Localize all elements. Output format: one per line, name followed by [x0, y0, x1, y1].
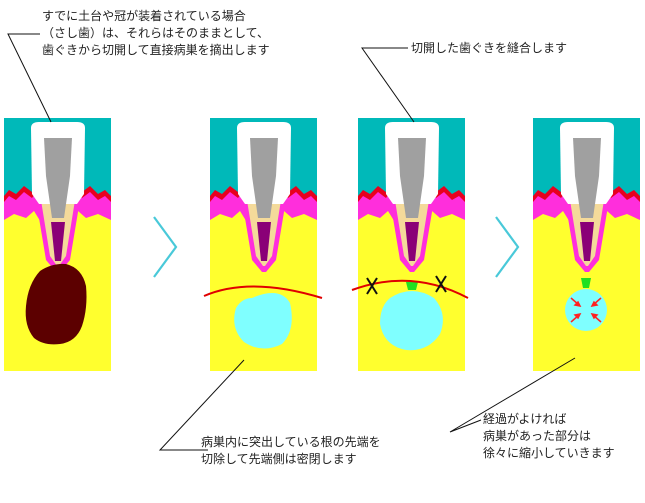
suture-mark-left	[366, 277, 378, 295]
incision-line	[203, 285, 323, 299]
panel-4-healing	[533, 118, 640, 371]
suture-mark-right	[435, 275, 447, 293]
annotation-line: 徐々に縮小していきます	[483, 446, 615, 460]
annotation-line: 歯ぐきから切開して直接病巣を摘出します	[42, 43, 270, 57]
root-seal	[406, 282, 418, 290]
annotation-step-3: 切開した歯ぐきを縫合します	[411, 40, 567, 57]
lesion	[25, 263, 87, 345]
annotation-line: 経過がよければ	[483, 412, 567, 426]
annotation-line: すでに土台や冠が装着されている場合	[42, 9, 246, 23]
annotation-line: 病巣があった部分は	[483, 429, 592, 443]
annotation-line: 病巣内に突出している根の先端を	[201, 435, 381, 449]
excised-cavity	[234, 293, 292, 349]
panel-1-lesion-before	[4, 118, 111, 371]
step-arrow-2	[494, 215, 520, 279]
leader-lines	[7, 33, 576, 451]
annotation-line: 切開した歯ぐきを縫合します	[411, 41, 568, 55]
shrink-arrows	[570, 297, 602, 323]
annotation-step-1: すでに土台や冠が装着されている場合 （さし歯）は、それらはそのままとして、 歯ぐ…	[42, 8, 270, 59]
incision-line	[351, 279, 469, 299]
step-arrow-1	[152, 215, 178, 279]
annotation-step-2: 病巣内に突出している根の先端を 切除して先端側は密閉します	[201, 434, 381, 468]
root-seal	[581, 278, 591, 288]
annotation-step-4: 経過がよければ 病巣があった部分は 徐々に縮小していきます	[483, 411, 615, 462]
annotation-line: 切除して先端側は密閉します	[201, 452, 357, 466]
excised-cavity	[380, 291, 443, 351]
annotation-line: （さし歯）は、それらはそのままとして、	[42, 26, 270, 40]
shrinking-cavity	[565, 289, 607, 331]
panel-3-suture	[351, 118, 469, 371]
panel-2-excision	[203, 118, 323, 371]
